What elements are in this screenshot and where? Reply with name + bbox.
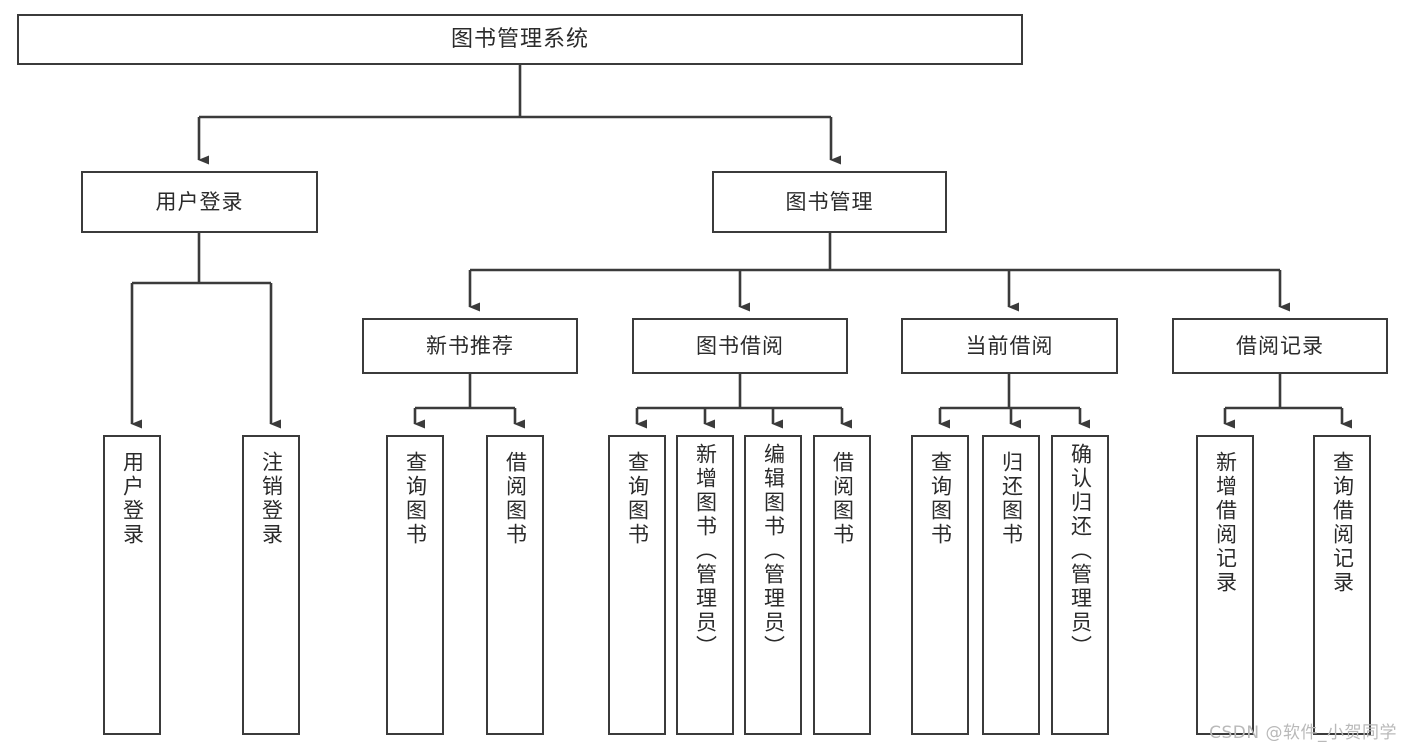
node-root[interactable]: 图书管理系统 <box>17 14 1023 65</box>
node-user-login[interactable]: 用户登录 <box>81 171 318 233</box>
node-leaf-bb-add[interactable]: 新增图书（管理员） <box>676 435 734 735</box>
node-leaf-cb-query-label: 查询图书 <box>928 451 953 547</box>
node-borrow-record[interactable]: 借阅记录 <box>1172 318 1388 374</box>
node-user-login-label: 用户登录 <box>155 189 244 214</box>
node-book-manage-label: 图书管理 <box>785 189 874 214</box>
node-leaf-user-login[interactable]: 用户登录 <box>103 435 161 735</box>
node-leaf-bb-borrow[interactable]: 借阅图书 <box>813 435 871 735</box>
node-leaf-cb-return-label: 归还图书 <box>999 451 1024 547</box>
node-leaf-cb-confirm-label: 确认归还（管理员） <box>1068 443 1093 659</box>
node-leaf-rec-borrow[interactable]: 借阅图书 <box>486 435 544 735</box>
node-leaf-bb-edit-label: 编辑图书（管理员） <box>761 443 786 659</box>
node-current-borrow[interactable]: 当前借阅 <box>901 318 1118 374</box>
node-leaf-rec-borrow-label: 借阅图书 <box>503 451 528 547</box>
node-current-borrow-label: 当前借阅 <box>965 333 1054 358</box>
node-book-borrow-label: 图书借阅 <box>696 333 784 358</box>
node-leaf-bb-edit[interactable]: 编辑图书（管理员） <box>744 435 802 735</box>
node-root-label: 图书管理系统 <box>450 26 589 52</box>
watermark: CSDN @软件_小贺同学 <box>1209 723 1397 743</box>
node-leaf-cb-confirm[interactable]: 确认归还（管理员） <box>1051 435 1109 735</box>
node-leaf-bb-query-label: 查询图书 <box>625 451 650 547</box>
node-leaf-cb-return[interactable]: 归还图书 <box>982 435 1040 735</box>
node-new-book-rec[interactable]: 新书推荐 <box>362 318 578 374</box>
node-leaf-rec-query[interactable]: 查询图书 <box>386 435 444 735</box>
node-leaf-br-query-label: 查询借阅记录 <box>1330 451 1355 595</box>
node-leaf-user-logout-label: 注销登录 <box>259 451 284 547</box>
node-leaf-br-add-label: 新增借阅记录 <box>1213 451 1238 595</box>
node-book-borrow[interactable]: 图书借阅 <box>632 318 848 374</box>
node-leaf-bb-add-label: 新增图书（管理员） <box>693 443 718 659</box>
node-leaf-user-login-label: 用户登录 <box>120 451 145 547</box>
node-leaf-br-query[interactable]: 查询借阅记录 <box>1313 435 1371 735</box>
node-book-manage[interactable]: 图书管理 <box>712 171 947 233</box>
node-leaf-cb-query[interactable]: 查询图书 <box>911 435 969 735</box>
node-leaf-user-logout[interactable]: 注销登录 <box>242 435 300 735</box>
node-leaf-bb-borrow-label: 借阅图书 <box>830 451 855 547</box>
node-borrow-record-label: 借阅记录 <box>1236 333 1324 358</box>
node-leaf-bb-query[interactable]: 查询图书 <box>608 435 666 735</box>
node-leaf-rec-query-label: 查询图书 <box>403 451 428 547</box>
node-leaf-br-add[interactable]: 新增借阅记录 <box>1196 435 1254 735</box>
node-new-book-rec-label: 新书推荐 <box>426 333 514 358</box>
